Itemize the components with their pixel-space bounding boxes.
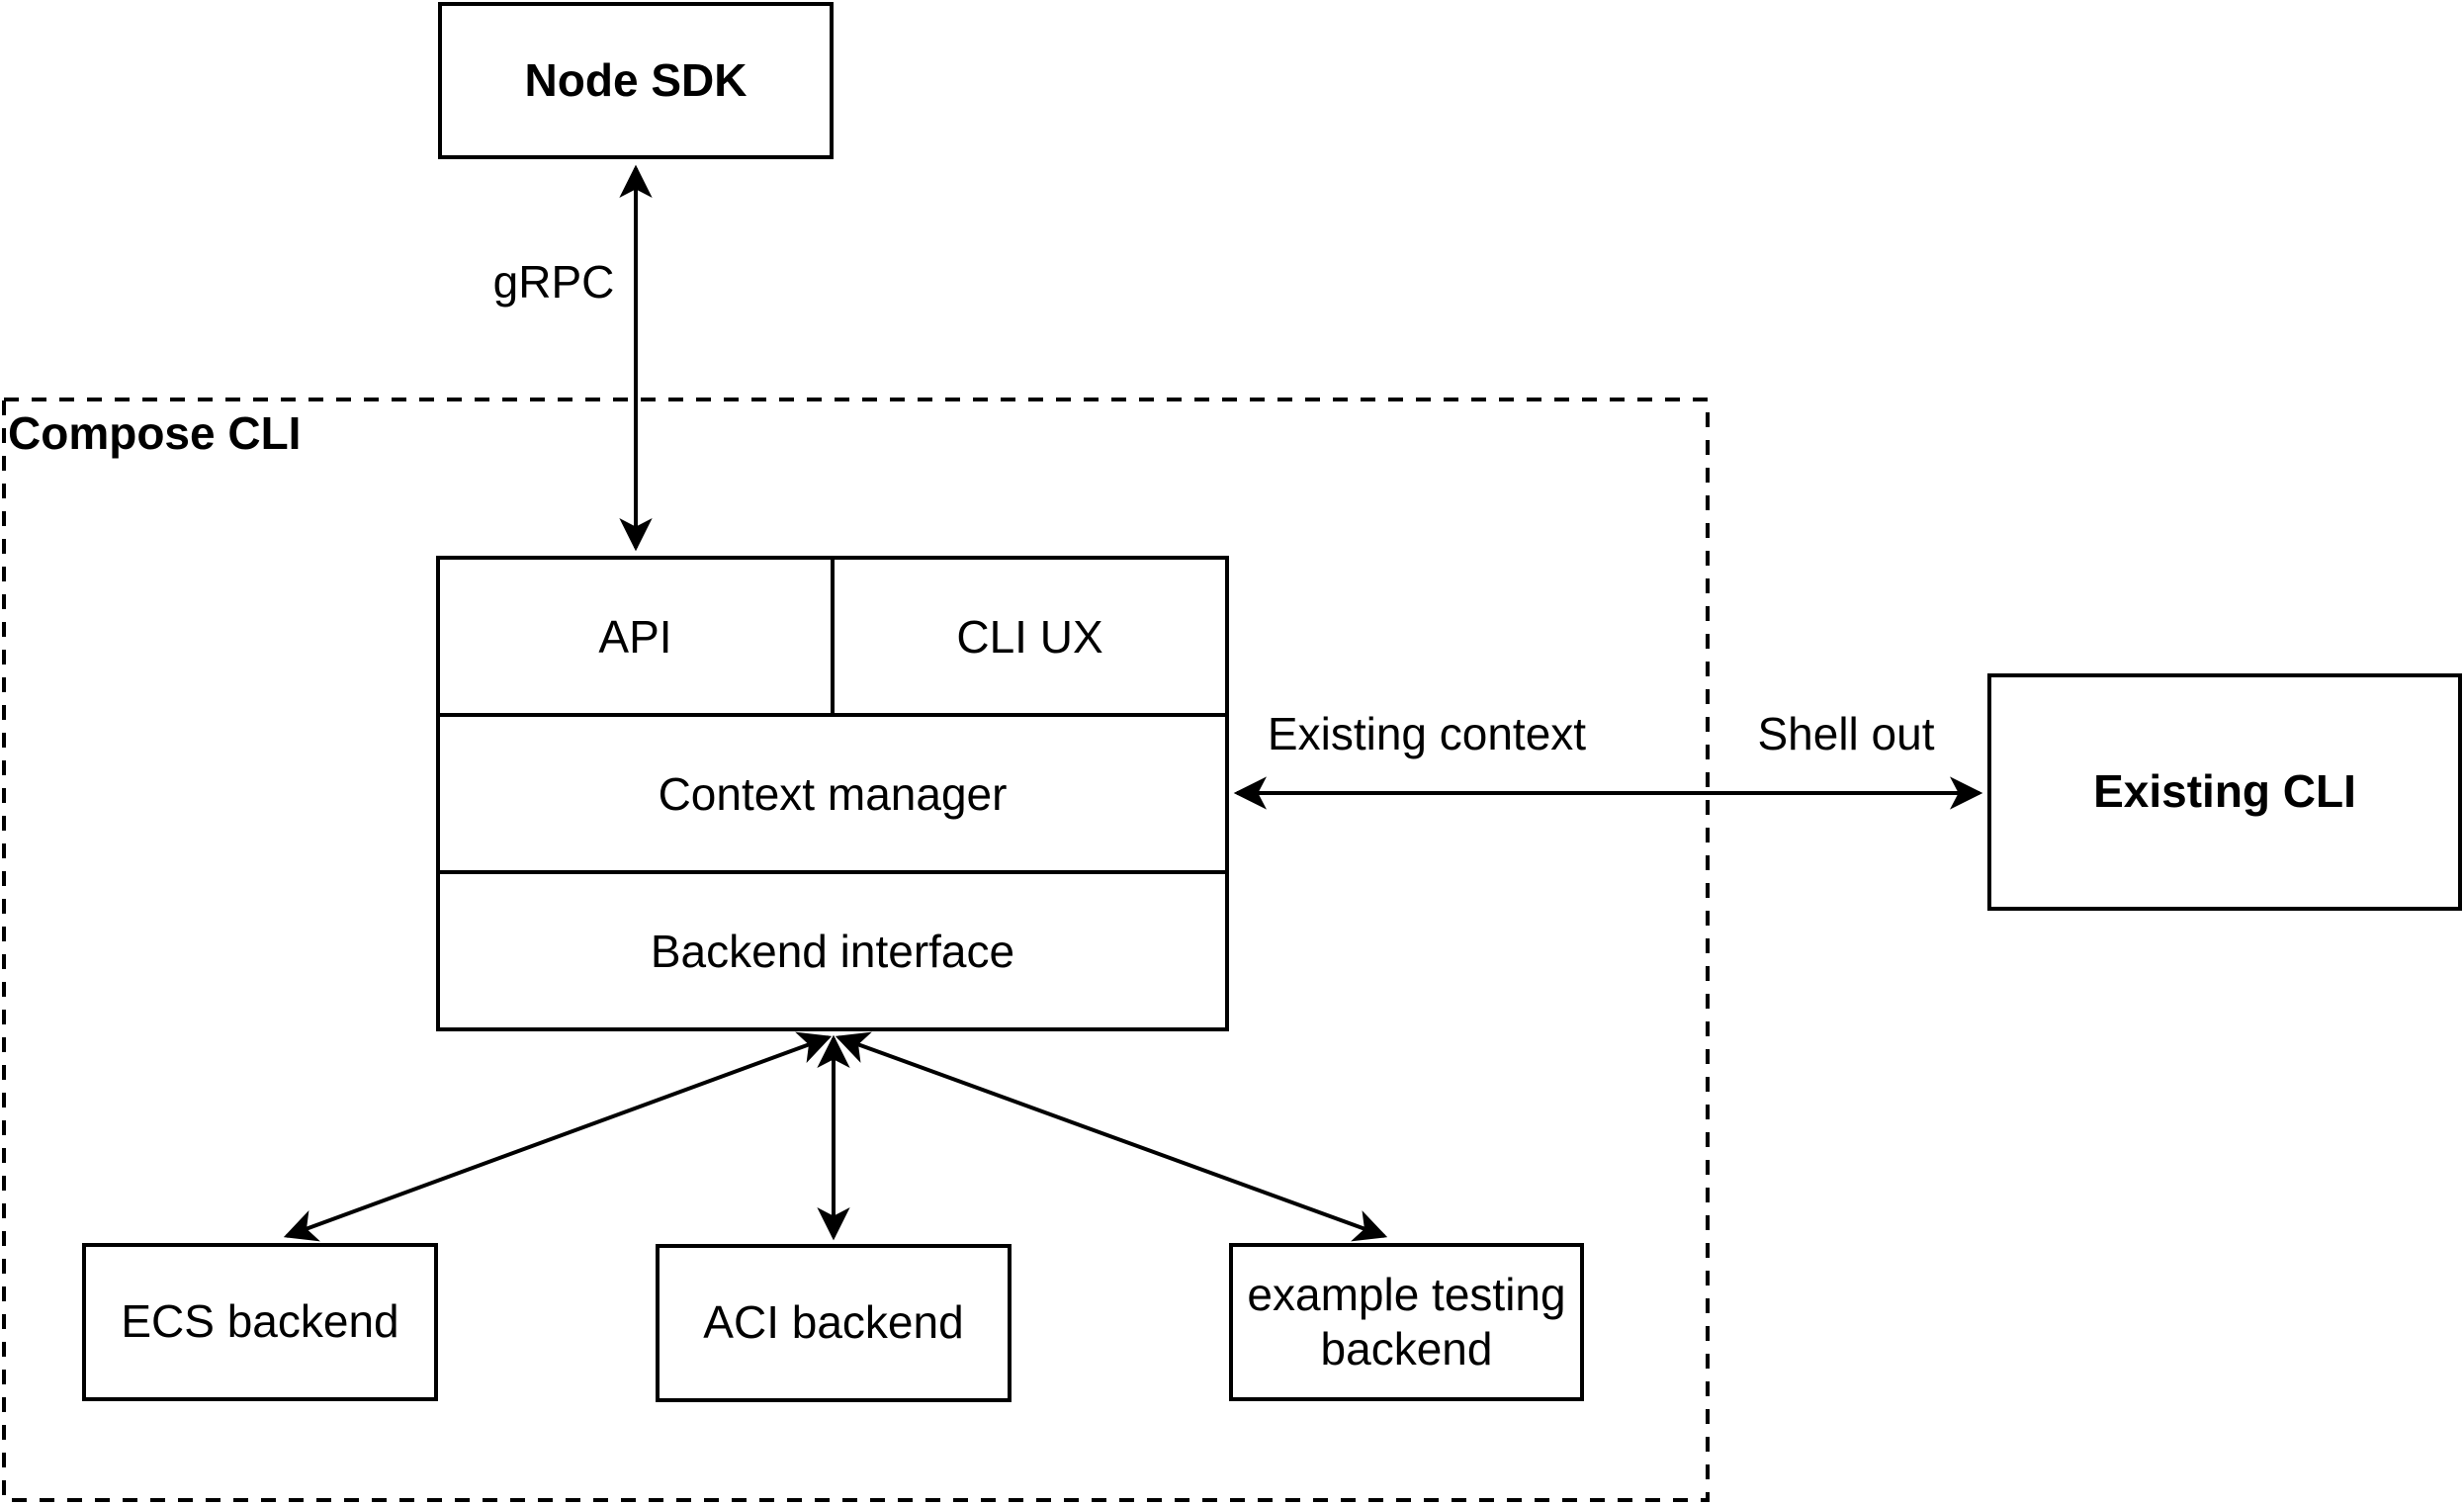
- aci-backend-box: ACI backend: [656, 1244, 1012, 1402]
- existing-context-edge-label: Existing context: [1267, 708, 1587, 759]
- backend-interface-cell: Backend interface: [440, 870, 1225, 1027]
- context-manager-cell: Context manager: [440, 713, 1225, 870]
- existing-cli-box: Existing CLI: [1987, 673, 2462, 911]
- existing-cli-label: Existing CLI: [2093, 765, 2356, 818]
- ecs-backend-box: ECS backend: [82, 1243, 438, 1401]
- ecs-backend-label: ECS backend: [121, 1295, 399, 1348]
- grpc-edge-label: gRPC: [492, 256, 615, 308]
- compose-cli-group-border: [2, 398, 1710, 1502]
- api-label: API: [598, 610, 672, 663]
- compose-cli-group-label: Compose CLI: [8, 407, 302, 459]
- backend-interface-label: Backend interface: [650, 925, 1015, 977]
- aci-backend-label: ACI backend: [703, 1296, 964, 1349]
- example-testing-backend-box: example testing backend: [1229, 1243, 1584, 1401]
- api-cell: API: [440, 560, 831, 713]
- node-sdk-box: Node SDK: [438, 2, 834, 159]
- shell-out-edge-label: Shell out: [1757, 708, 1935, 759]
- compose-stack-box: API CLI UX Context manager Backend inter…: [436, 556, 1229, 1031]
- stack-top-row: API CLI UX: [440, 560, 1225, 713]
- ecs-arrow: [283, 1031, 833, 1242]
- cli-ux-cell: CLI UX: [831, 560, 1225, 713]
- example-testing-backend-label: example testing backend: [1247, 1268, 1566, 1374]
- cli-ux-label: CLI UX: [956, 610, 1103, 663]
- node-sdk-label: Node SDK: [524, 53, 748, 106]
- example-arrow: [835, 1031, 1388, 1242]
- context-manager-label: Context manager: [658, 767, 1008, 820]
